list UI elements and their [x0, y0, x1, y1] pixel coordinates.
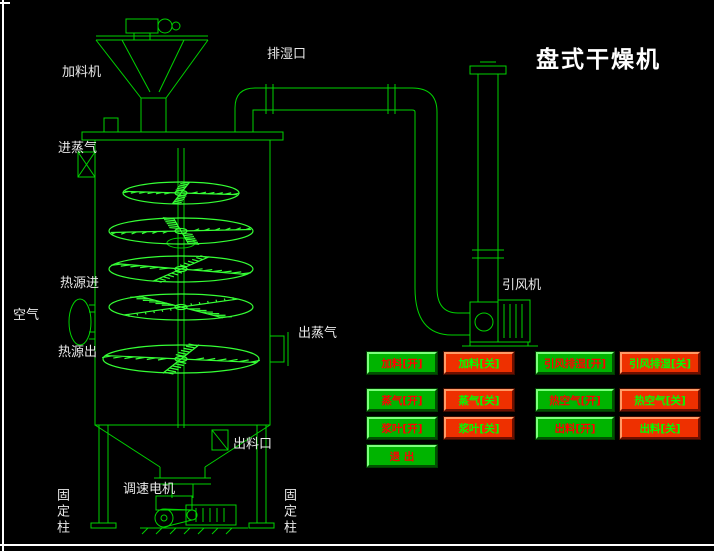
label-exhaust-port: 排湿口 — [267, 47, 307, 62]
feed-off-button[interactable]: 加料[关] — [444, 352, 514, 374]
draft-dehumidify-on-button[interactable]: 引风排湿[开] — [536, 352, 614, 374]
window-frame-bottom — [0, 544, 714, 546]
dryer-discs — [101, 181, 261, 375]
label-fan: 引风机 — [502, 278, 542, 293]
label-steam-in: 进蒸气 — [58, 141, 98, 156]
label-air: 空气 — [13, 308, 40, 323]
feed-on-button[interactable]: 加料[开] — [367, 352, 437, 374]
discharge-off-button[interactable]: 出料[关] — [620, 417, 700, 439]
discharge-on-button[interactable]: 出料[开] — [536, 417, 614, 439]
paddle-off-button[interactable]: 浆叶[关] — [444, 417, 514, 439]
window-frame-corner — [0, 2, 10, 4]
label-steam-out: 出蒸气 — [298, 326, 338, 341]
label-heat-source-in: 热源进 — [60, 276, 100, 291]
exit-button[interactable]: 退 出 — [367, 445, 437, 467]
hot-air-off-button[interactable]: 热空气[关] — [620, 389, 700, 411]
paddle-on-button[interactable]: 浆叶[开] — [367, 417, 437, 439]
label-fixed-column-left: 固定柱 — [54, 488, 69, 536]
label-discharge-port: 出料口 — [233, 437, 273, 452]
hot-air-on-button[interactable]: 热空气[开] — [536, 389, 614, 411]
window-frame-left — [2, 0, 4, 551]
label-fixed-column-right: 固定柱 — [281, 488, 296, 536]
label-feeder: 加料机 — [62, 65, 102, 80]
steam-on-button[interactable]: 蒸气[开] — [367, 389, 437, 411]
page-title: 盘式干燥机 — [536, 47, 661, 73]
draft-dehumidify-off-button[interactable]: 引风排湿[关] — [620, 352, 700, 374]
label-speed-motor: 调速电机 — [123, 482, 176, 497]
steam-off-button[interactable]: 蒸气[关] — [444, 389, 514, 411]
dryer-structure — [68, 18, 538, 535]
label-heat-source-out: 热源出 — [58, 345, 98, 360]
